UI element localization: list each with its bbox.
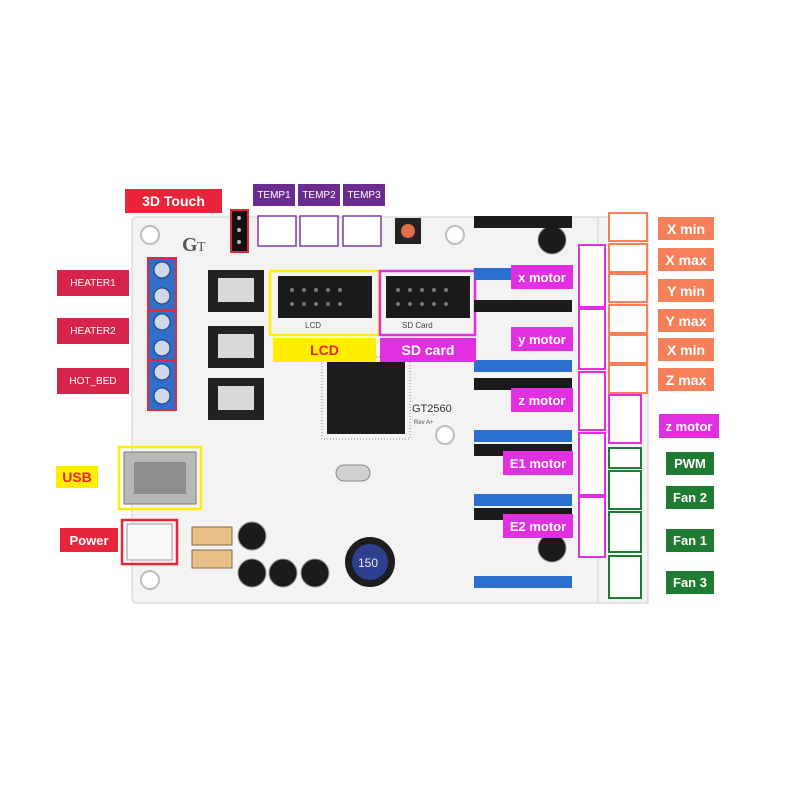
- label-x-max: X max: [658, 248, 714, 271]
- board-logo-t: T: [197, 240, 206, 255]
- mounting-hole-mr: [435, 425, 455, 445]
- label-x-motor: x motor: [511, 265, 573, 289]
- label-usb: USB: [56, 466, 98, 488]
- fuse-1: [191, 526, 233, 546]
- temp1-connector: [257, 215, 297, 247]
- label-x-min-2: X min: [658, 338, 714, 361]
- label-z-motor-driver: z motor: [511, 388, 573, 412]
- label-e2-motor: E2 motor: [503, 514, 573, 538]
- temp3-connector: [342, 215, 382, 247]
- label-temp1: TEMP1: [253, 184, 295, 206]
- lcd-header: [278, 276, 372, 318]
- label-temp2: TEMP2: [298, 184, 340, 206]
- label-z-motor-side: z motor: [659, 414, 719, 438]
- electrolytic-capacitors: [237, 225, 567, 588]
- board-logo: G: [182, 234, 198, 256]
- z-motor-side-connector: [608, 394, 642, 444]
- label-power: Power: [60, 528, 118, 552]
- board-revision-silk: Rev A+: [414, 420, 434, 426]
- label-pwm: PWM: [666, 452, 714, 475]
- board-model-silk: GT2560: [412, 403, 452, 415]
- label-fan1: Fan 1: [666, 529, 714, 552]
- fan-connectors: [608, 470, 642, 599]
- sd-header: [386, 276, 470, 318]
- heater-terminal-block: [147, 257, 177, 411]
- endstop-connectors: [608, 212, 648, 394]
- mounting-hole-bl: [140, 570, 160, 590]
- power-connector-outline: [120, 518, 179, 566]
- label-3d-touch: 3D Touch: [125, 189, 222, 213]
- crystal: [335, 464, 371, 482]
- driver-sockets: [474, 216, 572, 588]
- label-y-min: Y min: [658, 279, 714, 302]
- label-fan2: Fan 2: [666, 486, 714, 509]
- power-connector: [126, 523, 173, 561]
- label-z-max: Z max: [658, 368, 714, 391]
- label-temp3: TEMP3: [343, 184, 385, 206]
- label-heater2: HEATER2: [57, 318, 129, 344]
- label-e1-motor: E1 motor: [503, 451, 573, 475]
- usb-connector-outline: [117, 445, 203, 511]
- label-sd-card: SD card: [380, 338, 476, 362]
- lcd-header-silk: LCD: [305, 321, 321, 330]
- label-y-motor: y motor: [511, 327, 573, 351]
- fuse-2: [191, 549, 233, 569]
- label-y-max: Y max: [658, 309, 714, 332]
- label-x-min: X min: [658, 217, 714, 240]
- label-fan3: Fan 3: [666, 571, 714, 594]
- inductor-marking: 150: [358, 556, 378, 570]
- temp2-connector: [299, 215, 339, 247]
- label-heater1: HEATER1: [57, 270, 129, 296]
- sd-header-silk: SD Card: [402, 321, 433, 330]
- label-hot-bed: HOT_BED: [57, 368, 129, 394]
- mounting-hole-tr: [445, 225, 465, 245]
- label-lcd: LCD: [273, 338, 376, 362]
- mounting-hole-tl: [140, 225, 160, 245]
- pwm-connector: [608, 447, 642, 469]
- mcu-chip: [327, 362, 405, 434]
- motor-connectors: [578, 244, 606, 558]
